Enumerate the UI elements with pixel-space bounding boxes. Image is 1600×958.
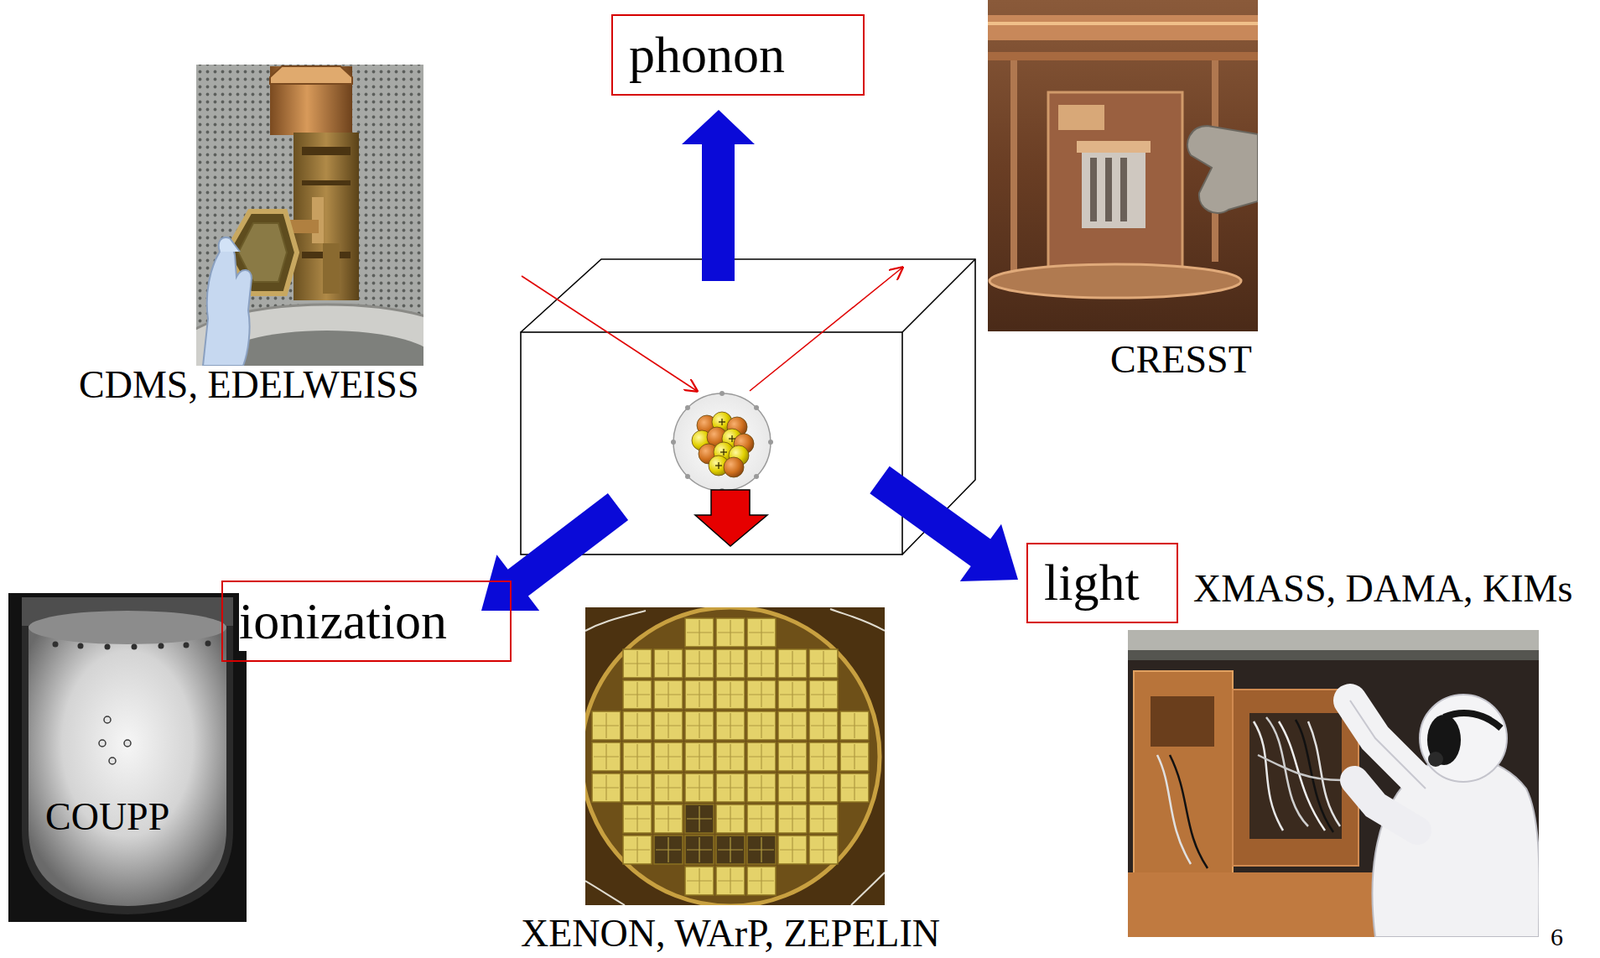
particle-track xyxy=(521,267,903,391)
pmt-tile xyxy=(716,742,745,771)
pmt-tile xyxy=(809,680,838,709)
pmt-tile xyxy=(685,742,714,771)
pmt-tile xyxy=(685,866,714,895)
pmt-tile xyxy=(592,742,621,771)
xmass-photo xyxy=(1127,629,1539,937)
pmt-tile xyxy=(840,742,869,771)
pmt-tile xyxy=(654,680,683,709)
box-label: ionization xyxy=(238,591,447,651)
pmt-tile xyxy=(716,649,745,678)
experiment-caption: XENON, WArP, ZEPELIN xyxy=(520,914,941,953)
label-box: ionization xyxy=(221,580,512,662)
experiment-caption: XMASS, DAMA, KIMs xyxy=(1193,569,1573,608)
pmt-tile xyxy=(747,866,776,895)
experiment-caption: CDMS, EDELWEISS xyxy=(78,365,420,405)
xenon-photo xyxy=(585,607,885,905)
pmt-tile xyxy=(685,773,714,802)
cdms-photo xyxy=(196,64,424,366)
pmt-tile xyxy=(716,866,745,895)
pmt-tile xyxy=(623,742,652,771)
pmt-tile xyxy=(716,804,745,833)
experiment-caption: CRESST xyxy=(1110,340,1252,380)
pmt-tile xyxy=(747,773,776,802)
pmt-tile xyxy=(716,835,745,864)
pmt-tile xyxy=(809,804,838,833)
pmt-tile xyxy=(778,773,807,802)
pmt-tile xyxy=(685,618,714,647)
pmt-tile xyxy=(778,835,807,864)
recoil-arrow xyxy=(695,489,768,546)
coupp-photo xyxy=(8,592,247,922)
pmt-tile xyxy=(778,742,807,771)
pmt-tile xyxy=(654,711,683,740)
pmt-tile xyxy=(747,618,776,647)
channel-arrow xyxy=(481,109,1019,611)
pmt-tile xyxy=(685,649,714,678)
pmt-tile xyxy=(654,742,683,771)
pmt-tile xyxy=(654,773,683,802)
pmt-tile xyxy=(840,773,869,802)
atom xyxy=(670,390,774,494)
pmt-tile xyxy=(809,742,838,771)
pmt-tile xyxy=(623,835,652,864)
pmt-tile xyxy=(809,835,838,864)
pmt-array xyxy=(592,618,869,895)
pmt-tile xyxy=(809,773,838,802)
pmt-tile xyxy=(654,835,683,864)
label-box: light xyxy=(1026,542,1179,624)
experiment-caption: COUPP xyxy=(45,797,170,837)
pmt-tile xyxy=(685,835,714,864)
pmt-tile xyxy=(685,804,714,833)
pmt-tile xyxy=(623,773,652,802)
pmt-tile xyxy=(747,649,776,678)
pmt-tile xyxy=(592,711,621,740)
pmt-tile xyxy=(623,649,652,678)
pmt-tile xyxy=(654,649,683,678)
cresst-photo xyxy=(987,0,1258,332)
pmt-tile xyxy=(716,711,745,740)
pmt-tile xyxy=(685,680,714,709)
pmt-tile xyxy=(685,711,714,740)
pmt-tile xyxy=(623,711,652,740)
pmt-tile xyxy=(747,835,776,864)
pmt-tile xyxy=(623,680,652,709)
pmt-tile xyxy=(809,711,838,740)
pmt-tile xyxy=(654,804,683,833)
pmt-tile xyxy=(716,618,745,647)
pmt-tile xyxy=(778,711,807,740)
pmt-tile xyxy=(716,680,745,709)
pmt-tile xyxy=(778,680,807,709)
pmt-tile xyxy=(747,680,776,709)
pmt-tile xyxy=(747,742,776,771)
pmt-tile xyxy=(809,649,838,678)
pmt-tile xyxy=(592,773,621,802)
pmt-tile xyxy=(747,711,776,740)
page-number: 6 xyxy=(1550,924,1564,950)
pmt-tile xyxy=(840,711,869,740)
box-label: light xyxy=(1044,552,1140,613)
pmt-tile xyxy=(747,804,776,833)
pmt-tile xyxy=(778,649,807,678)
pmt-tile xyxy=(778,804,807,833)
pmt-tile xyxy=(623,804,652,833)
pmt-tile xyxy=(716,773,745,802)
box-label: phonon xyxy=(628,25,785,85)
label-box: phonon xyxy=(611,14,865,96)
